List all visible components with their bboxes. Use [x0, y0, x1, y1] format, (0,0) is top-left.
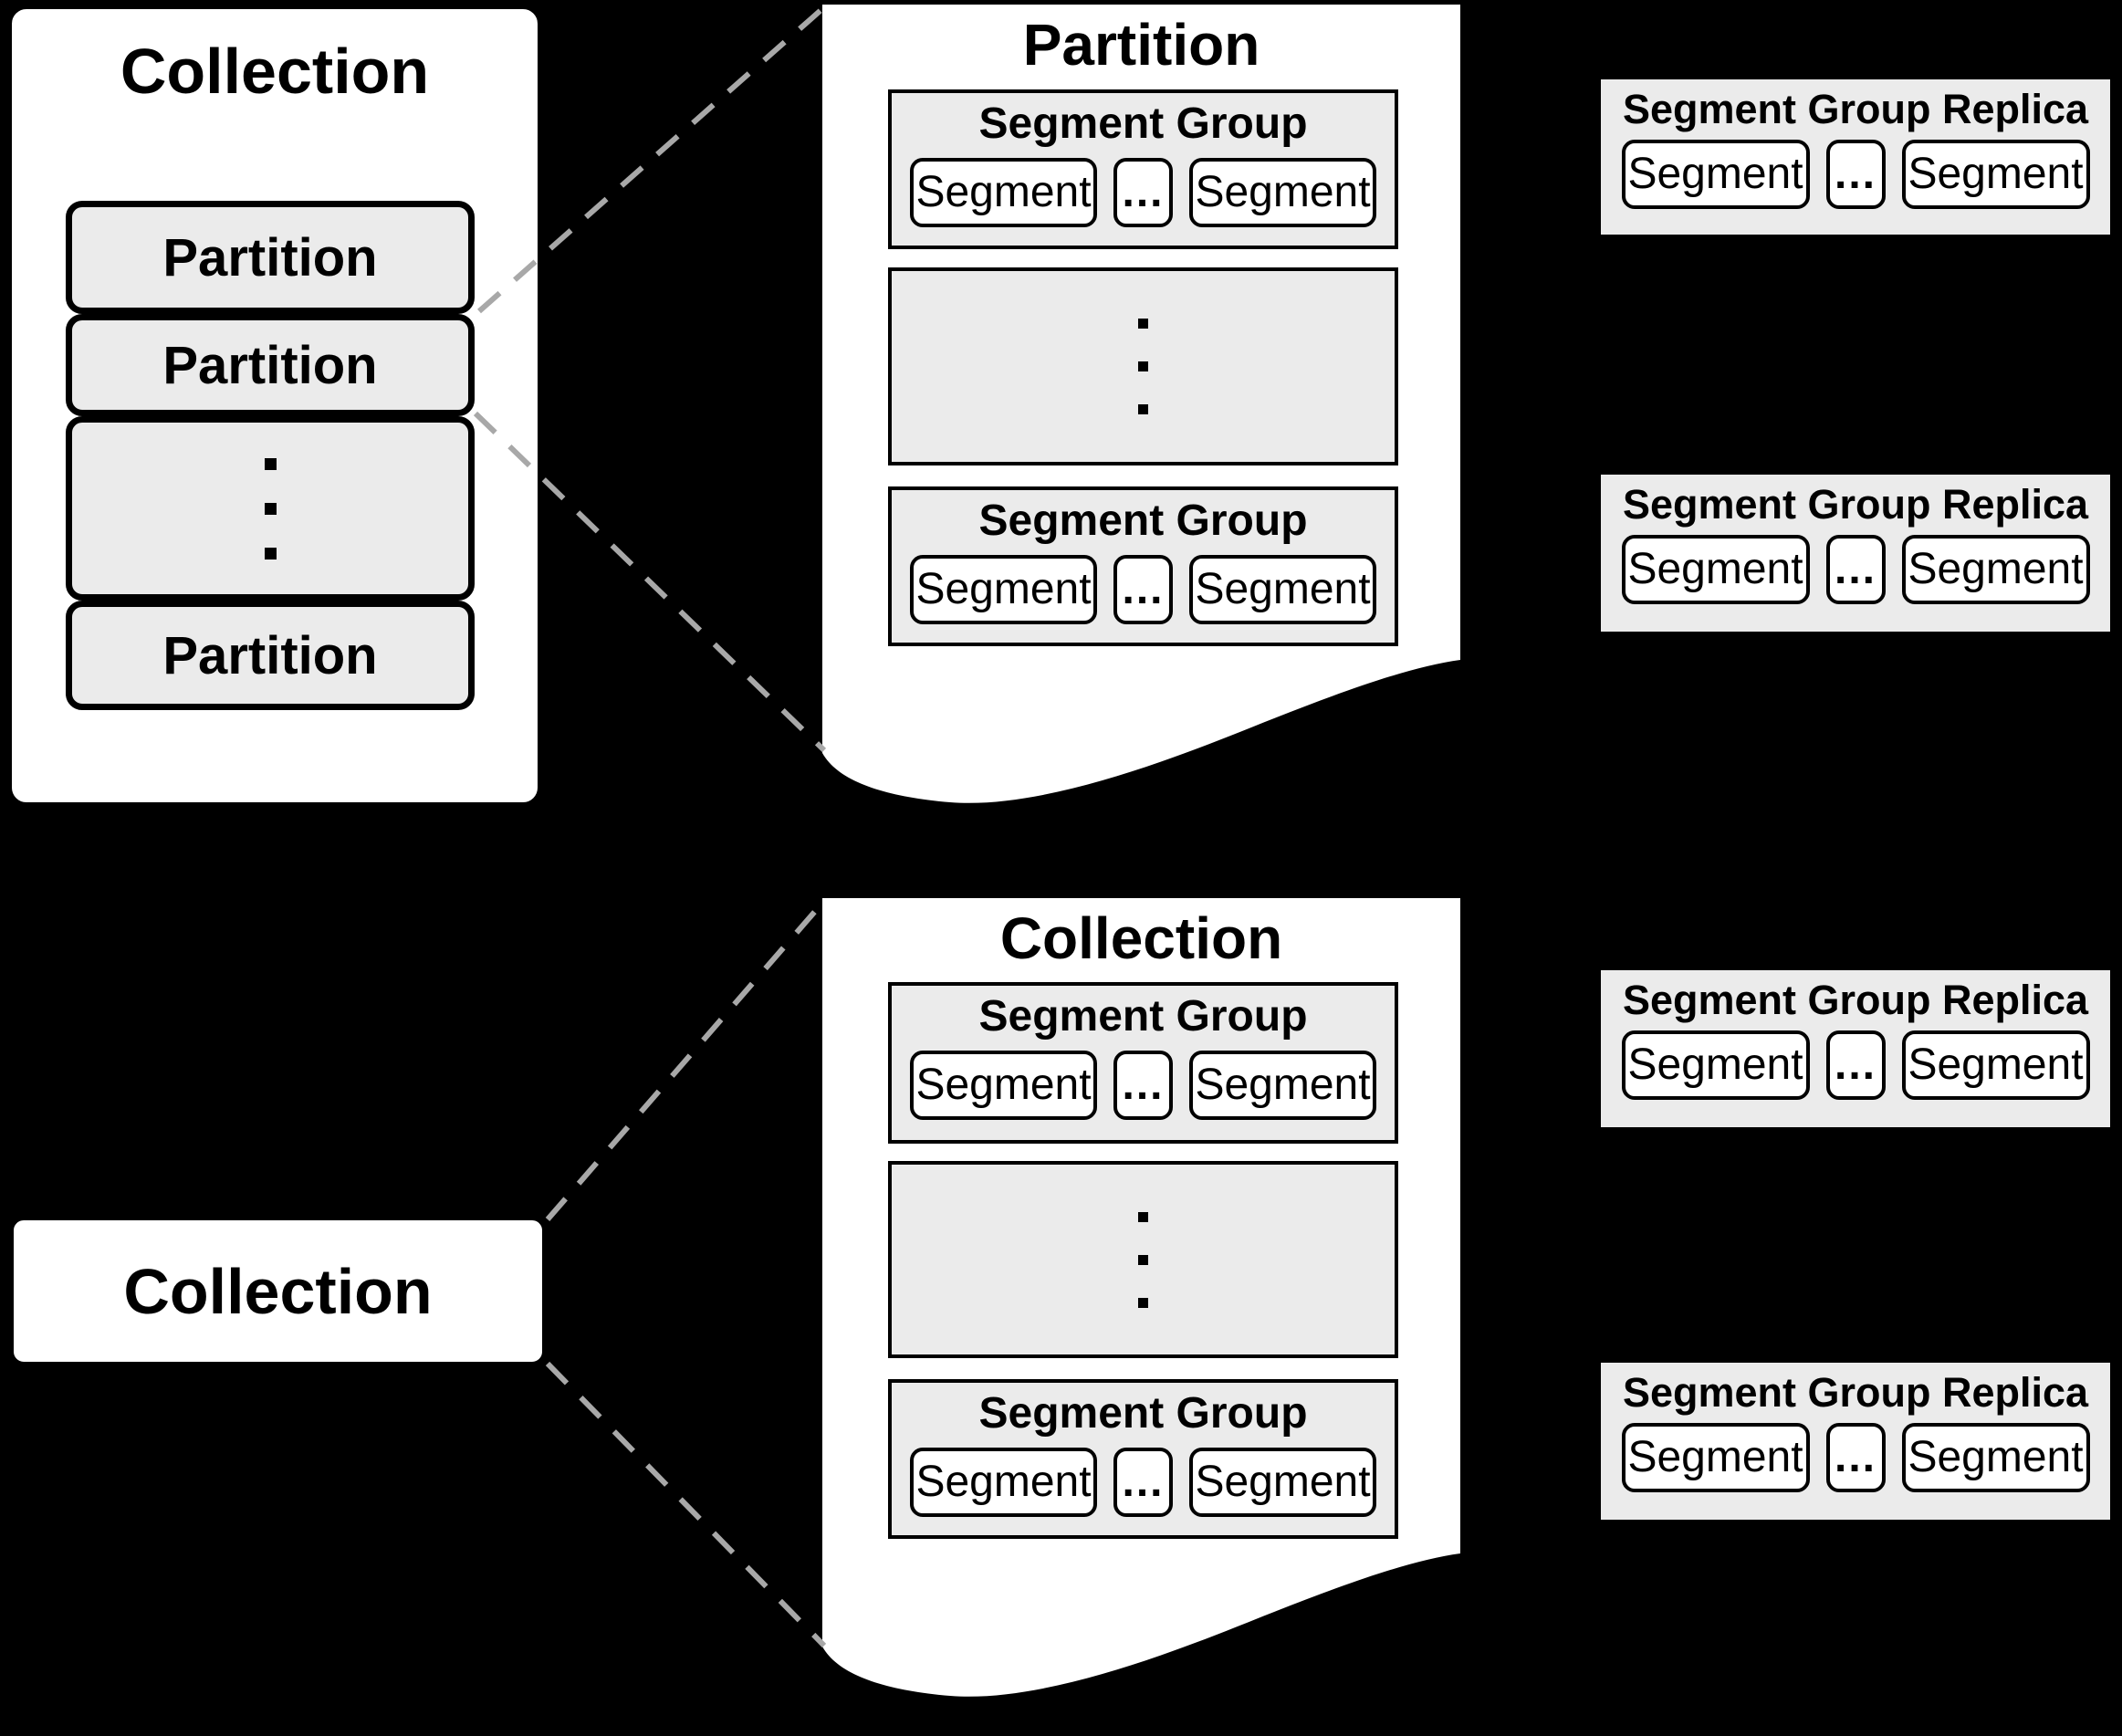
segment-box: Segment [910, 1050, 1097, 1120]
replica-title: Segment Group Replica [1622, 1369, 2089, 1416]
segment-row: Segment ... Segment [910, 157, 1376, 227]
segment-group-replica-box: Segment Group Replica Segment ... Segmen… [1601, 79, 2110, 235]
collection-card-title: Collection [120, 36, 430, 107]
segment-box: Segment [1901, 139, 2090, 209]
segment-ellipsis-box: ... [1825, 1422, 1886, 1492]
segment-box: Segment [1901, 534, 2090, 604]
segment-box: Segment [1189, 157, 1376, 227]
segment-ellipsis-box: ... [1113, 554, 1173, 624]
segment-group-box: Segment Group Segment ... Segment [888, 982, 1398, 1144]
ellipsis-dot [1138, 404, 1148, 414]
segment-group-replica-box: Segment Group Replica Segment ... Segmen… [1601, 970, 2110, 1127]
replica-title: Segment Group Replica [1622, 481, 2089, 528]
segment-row: Segment ... Segment [1621, 534, 2090, 604]
segment-group-replica-box: Segment Group Replica Segment ... Segmen… [1601, 1363, 2110, 1520]
segment-group-title: Segment Group [978, 497, 1308, 545]
segment-box: Segment [1621, 139, 1810, 209]
ellipsis-dot [1138, 1254, 1148, 1265]
segment-box: Segment [1621, 1030, 1810, 1100]
segment-box: Segment [910, 1447, 1097, 1517]
segment-group-replica-box: Segment Group Replica Segment ... Segmen… [1601, 475, 2110, 632]
ellipsis-dot [1138, 1211, 1148, 1222]
segment-ellipsis-box: ... [1113, 1050, 1173, 1120]
partition-row-2: Partition [66, 314, 475, 416]
partition-row-1: Partition [66, 201, 475, 314]
segment-group-box: Segment Group Segment ... Segment [888, 486, 1398, 646]
segment-group-box: Segment Group Segment ... Segment [888, 1379, 1398, 1539]
collection-card-small: Collection [9, 1216, 547, 1366]
ellipsis-dot [264, 502, 277, 515]
segment-box: Segment [1189, 1050, 1376, 1120]
segment-group-title: Segment Group [978, 1389, 1308, 1438]
segment-group-vertical-ellipsis [888, 267, 1398, 465]
segment-box: Segment [910, 157, 1097, 227]
segment-box: Segment [1189, 554, 1376, 624]
partition-panel-title: Partition [1022, 12, 1260, 78]
ellipsis-dot [1138, 361, 1148, 371]
partition-vertical-ellipsis [66, 416, 475, 601]
segment-row: Segment ... Segment [910, 554, 1376, 624]
segment-ellipsis-box: ... [1113, 1447, 1173, 1517]
segment-row: Segment ... Segment [910, 1447, 1376, 1517]
segment-row: Segment ... Segment [1621, 1030, 2090, 1100]
segment-box: Segment [910, 554, 1097, 624]
segment-row: Segment ... Segment [910, 1050, 1376, 1120]
segment-ellipsis-box: ... [1825, 139, 1886, 209]
segment-row: Segment ... Segment [1621, 139, 2090, 209]
segment-group-title: Segment Group [978, 992, 1308, 1041]
ellipsis-dot [264, 457, 277, 470]
ellipsis-dot [264, 547, 277, 559]
segment-box: Segment [1189, 1447, 1376, 1517]
segment-box: Segment [1621, 534, 1810, 604]
segment-box: Segment [1901, 1030, 2090, 1100]
ellipsis-dot [1138, 1297, 1148, 1308]
segment-row: Segment ... Segment [1621, 1422, 2090, 1492]
collection-panel-title: Collection [999, 905, 1283, 971]
segment-ellipsis-box: ... [1825, 534, 1886, 604]
replica-title: Segment Group Replica [1622, 977, 2089, 1023]
ellipsis-dot [1138, 319, 1148, 329]
segment-ellipsis-box: ... [1825, 1030, 1886, 1100]
connector-line [545, 1361, 827, 1648]
segment-group-title: Segment Group [978, 99, 1308, 148]
partition-row-3: Partition [66, 601, 475, 710]
connector-line [545, 899, 827, 1221]
segment-ellipsis-box: ... [1113, 157, 1173, 227]
segment-group-vertical-ellipsis [888, 1161, 1398, 1358]
segment-box: Segment [1901, 1422, 2090, 1492]
segment-group-box: Segment Group Segment ... Segment [888, 89, 1398, 249]
replica-title: Segment Group Replica [1622, 86, 2089, 132]
segment-box: Segment [1621, 1422, 1810, 1492]
